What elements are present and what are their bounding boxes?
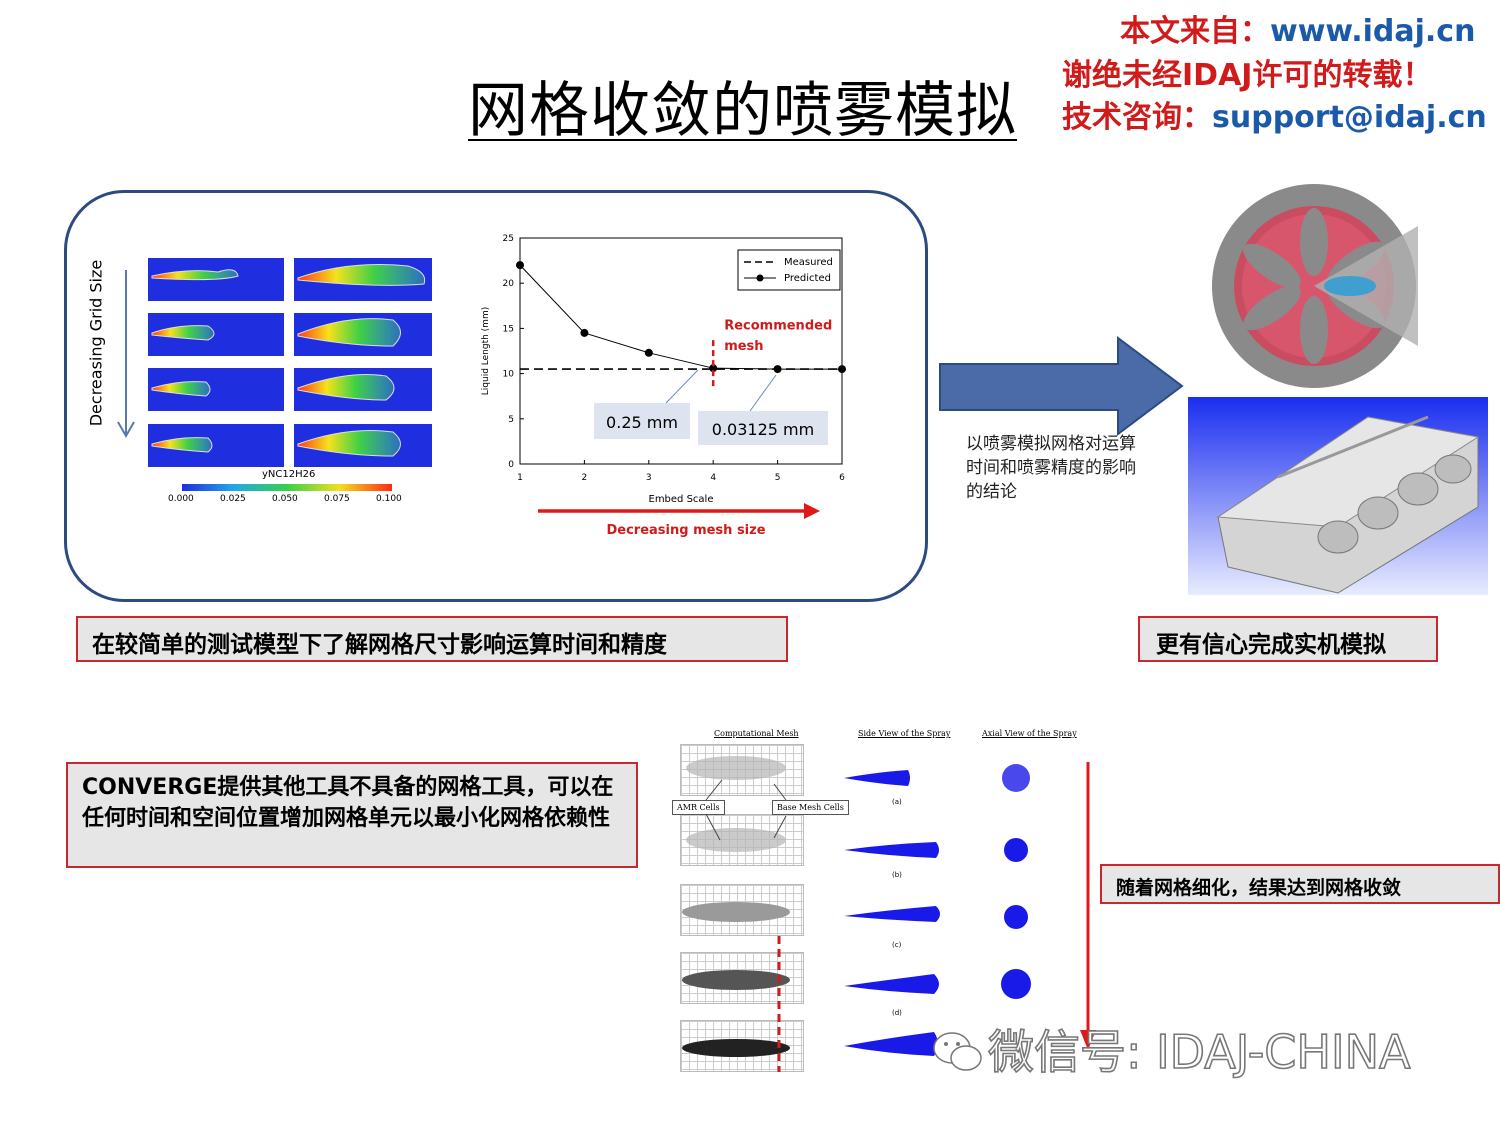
source-url[interactable]: www.idaj.cn [1270,14,1476,49]
predicted-point [709,364,718,373]
note-converge-tools: CONVERGE提供其他工具不具备的网格工具，可以在任何时间和空间位置增加网格单… [66,762,638,868]
x-tick-label: 5 [775,473,781,483]
down-arrow-icon [117,270,135,439]
wechat-watermark: 微信号: IDAJ-CHINA [987,1024,1411,1080]
label-b: 0.03125 mm [712,420,814,439]
colorbar-tick: 0.100 [376,494,402,504]
source-line: 本文来自：www.idaj.cn [1120,6,1475,50]
caption-a: (a) [892,798,902,806]
spray-thumbnails [148,258,438,468]
x-tick-label: 4 [710,473,716,483]
label-a: 0.25 mm [606,413,678,432]
colorbar-tick: 0.025 [220,494,246,504]
grid-size-label: Decreasing Grid Size [86,259,106,427]
engine-topview-image [1212,184,1418,388]
caption-d: (d) [892,1009,902,1017]
x-tick-label: 6 [839,473,845,483]
colorbar [182,484,392,491]
caption-c: (c) [892,941,902,949]
base-mesh-label: Base Mesh Cells [772,800,849,815]
wechat-icon [933,1032,982,1071]
y-axis-label: Liquid Length (mm) [481,307,491,395]
predicted-point [838,365,846,374]
x-tick-label: 2 [582,473,588,483]
pointer-a [665,369,699,404]
colorbar-title: yNC12H26 [262,469,316,480]
figure-col-mesh: Computational Mesh [714,729,799,738]
results-panel [64,190,928,602]
engine-block-image [1188,397,1488,595]
y-tick-label: 25 [503,234,514,244]
axial-view-sprays [1001,764,1031,999]
y-tick-label: 15 [503,324,514,334]
conclusion-text: 以喷雾模拟网格对运算时间和喷雾精度的影响的结论 [966,434,1136,502]
predicted-point [516,261,524,270]
y-tick-label: 0 [508,460,514,470]
legend-box [737,249,841,291]
mesh-dashed-marker [777,936,781,1072]
note-convergence: 随着网格细化，结果达到网格收敛 [1100,864,1500,904]
y-tick-label: 10 [503,370,515,380]
colorbar-tick: 0.000 [168,494,194,504]
caption-b: (b) [892,871,902,879]
colorbar-ticks: 0.000 0.025 0.050 0.075 0.100 [168,494,408,506]
note-test-model: 在较简单的测试模型下了解网格尺寸影响运算时间和精度 [76,616,788,662]
side-view-sprays [844,770,940,1056]
source-label: 本文来自： [1120,14,1270,49]
legend-predicted-marker [756,274,764,282]
label-box-b [698,411,828,445]
x-axis-label: Embed Scale [649,494,714,505]
pointer-b [749,374,777,412]
x-tick-label: 3 [646,473,652,483]
legend-measured-label: Measured [784,257,833,268]
legend-predicted-label: Predicted [784,273,831,284]
label-pointer-lines [705,779,787,841]
figure-col-axial: Axial View of the Spray [982,729,1077,738]
spray-grid-image [148,258,432,467]
predicted-point [644,348,653,357]
predicted-line [519,264,842,370]
mesh-spray-overlay [682,756,790,1057]
chart-frame [519,237,843,465]
figure-col-side: Side View of the Spray [858,729,951,738]
colorbar-tick: 0.050 [272,494,298,504]
x-tick-label: 1 [517,473,523,483]
support-label: 技术咨询： [1062,100,1212,135]
recommended-label-line2: mesh [724,339,763,354]
recommended-label-line1: Recommended [724,318,832,333]
mesh-size-arrowhead [804,503,820,519]
predicted-point [773,365,782,374]
right-arrow-icon [939,336,1184,436]
y-tick-label: 20 [503,279,515,289]
y-tick-label: 5 [508,415,514,425]
label-box-a [594,403,690,439]
mesh-size-label: Decreasing mesh size [606,523,765,538]
predicted-point [580,328,589,337]
amr-cells-label: AMR Cells [672,800,725,815]
page-title: 网格收敛的喷雾模拟 [468,76,1017,146]
refinement-arrow-icon [1080,762,1096,1050]
colorbar-tick: 0.075 [324,494,350,504]
note-real-engine: 更有信心完成实机模拟 [1138,616,1438,662]
support-line: 技术咨询：support@idaj.cn [1062,92,1487,136]
support-email[interactable]: support@idaj.cn [1212,100,1487,135]
copyright-line: 谢绝未经IDAJ许可的转载！ [1062,58,1433,93]
